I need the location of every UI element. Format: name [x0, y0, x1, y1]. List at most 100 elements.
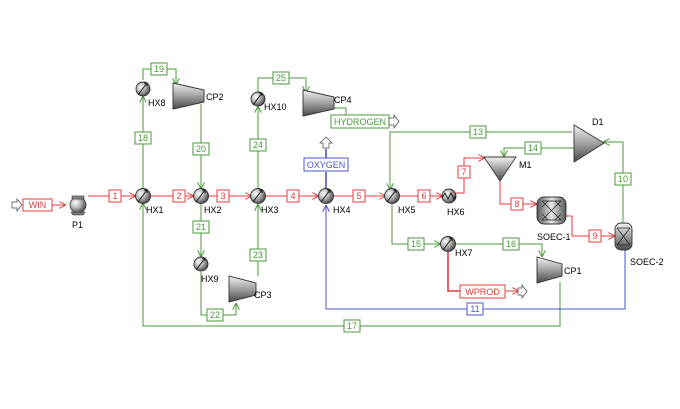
svg-text:18: 18 [138, 133, 148, 143]
stream-tag-14[interactable]: 14 [524, 141, 542, 155]
svg-text:2: 2 [176, 191, 181, 201]
svg-text:5: 5 [356, 191, 361, 201]
mixer-m1[interactable]: M1 [483, 156, 532, 182]
stream-tag-9[interactable]: 9 [588, 229, 602, 243]
svg-text:11: 11 [470, 304, 479, 314]
heat-exchanger-hx6[interactable]: HX6 [441, 188, 465, 217]
stream-tag-16[interactable]: 16 [502, 237, 520, 251]
label-hx2: HX2 [204, 205, 222, 215]
label-hx7: HX7 [455, 248, 473, 258]
heat-exchanger-hx9[interactable]: HX9 [193, 256, 219, 284]
stream-tag-17[interactable]: 17 [343, 319, 361, 333]
tag-wprod: WPROD [465, 287, 500, 297]
product-arrow-icon [517, 283, 528, 300]
svg-text:7: 7 [461, 167, 466, 177]
boundary-oxygen[interactable]: OXYGEN [303, 136, 349, 172]
compressor-cp4[interactable]: CP4 [302, 89, 352, 117]
label-hx4: HX4 [333, 205, 351, 215]
reactor-soec-2[interactable]: SOEC-2 [614, 222, 664, 267]
label-hx1: HX1 [146, 205, 164, 215]
heat-exchanger-hx4[interactable]: HX4 [318, 188, 351, 216]
label-hx10: HX10 [264, 102, 287, 112]
label-cp2: CP2 [206, 92, 224, 102]
stream-tag-18[interactable]: 18 [134, 131, 152, 145]
label-soec-1: SOEC-1 [537, 232, 571, 242]
stream-tag-24[interactable]: 24 [249, 138, 267, 152]
stream-tag-8[interactable]: 8 [510, 197, 524, 211]
reactor-soec-1[interactable]: SOEC-1 [536, 196, 571, 242]
svg-text:4: 4 [290, 191, 295, 201]
stream-tag-22[interactable]: 22 [206, 308, 224, 322]
heat-exchanger-hx3[interactable]: HX3 [250, 188, 279, 216]
svg-text:10: 10 [618, 174, 628, 184]
svg-text:17: 17 [347, 321, 357, 331]
stream-tag-10[interactable]: 10 [614, 172, 632, 186]
product-arrow-icon [319, 136, 333, 149]
stream-line-14[interactable] [504, 147, 574, 156]
label-cp4: CP4 [334, 95, 352, 105]
stream-tag-7[interactable]: 7 [457, 165, 471, 179]
label-hx6: HX6 [447, 207, 465, 217]
stream-tag-5[interactable]: 5 [352, 189, 366, 203]
stream-line-10[interactable] [604, 142, 624, 223]
label-m1: M1 [519, 160, 532, 170]
svg-text:1: 1 [112, 191, 117, 201]
svg-text:24: 24 [253, 140, 263, 150]
stream-tag-3[interactable]: 3 [216, 189, 230, 203]
stream-tag-2[interactable]: 2 [172, 189, 186, 203]
svg-text:16: 16 [506, 239, 516, 249]
stream-tag-19[interactable]: 19 [150, 62, 168, 76]
label-hx8: HX8 [148, 98, 166, 108]
svg-text:19: 19 [154, 64, 164, 74]
svg-text:8: 8 [514, 199, 519, 209]
heat-exchanger-hx1[interactable]: HX1 [135, 188, 164, 216]
compressor-cp1[interactable]: CP1 [536, 256, 582, 284]
svg-text:3: 3 [220, 191, 225, 201]
label-p1: P1 [72, 220, 83, 230]
separator-d1[interactable]: D1 [573, 117, 605, 163]
svg-text:25: 25 [276, 73, 286, 83]
tag-hydrogen: HYDROGEN [334, 117, 386, 127]
compressor-cp2[interactable]: CP2 [172, 82, 224, 110]
tag-oxygen: OXYGEN [307, 160, 346, 170]
svg-text:13: 13 [473, 127, 483, 137]
heat-exchanger-hx10[interactable]: HX10 [250, 91, 287, 112]
svg-text:14: 14 [528, 143, 538, 153]
heat-exchanger-hx8[interactable]: HX8 [135, 81, 166, 108]
boundary-hydrogen[interactable]: HYDROGEN [330, 113, 400, 130]
heat-exchanger-hx5[interactable]: HX5 [384, 188, 416, 216]
compressor-cp3[interactable]: CP3 [228, 275, 272, 303]
stream-line-wprod[interactable] [447, 250, 460, 292]
stream-tag-13[interactable]: 13 [469, 125, 487, 139]
svg-text:20: 20 [196, 144, 206, 154]
stream-line-13[interactable] [390, 131, 572, 189]
svg-text:22: 22 [210, 310, 220, 320]
stream-tag-11[interactable]: 11 [466, 302, 484, 316]
pump-p1[interactable]: P1 [69, 195, 87, 230]
label-d1: D1 [592, 117, 604, 127]
stream-tag-20[interactable]: 20 [192, 142, 210, 156]
stream-tag-15[interactable]: 15 [407, 237, 425, 251]
stream-tag-21[interactable]: 21 [192, 220, 210, 234]
svg-text:9: 9 [592, 231, 597, 241]
svg-text:15: 15 [411, 239, 421, 249]
stream-tag-23[interactable]: 23 [249, 248, 267, 262]
label-soec-2: SOEC-2 [630, 257, 664, 267]
stream-tag-1[interactable]: 1 [108, 189, 122, 203]
label-hx9: HX9 [201, 274, 219, 284]
stream-tags: 1 2 3 4 5 6 7 8 9 10 13 14 15 16 17 18 1… [108, 62, 632, 333]
tag-win: WIN [29, 200, 47, 210]
stream-line-16[interactable] [456, 243, 542, 256]
stream-tag-25[interactable]: 25 [272, 71, 290, 85]
boundary-wprod[interactable]: WPROD [459, 283, 528, 300]
label-cp1: CP1 [564, 266, 582, 276]
product-arrow-icon [388, 113, 400, 130]
stream-line-8[interactable] [499, 180, 536, 204]
label-hx3: HX3 [261, 205, 279, 215]
stream-tag-6[interactable]: 6 [417, 189, 431, 203]
heat-exchanger-hx7[interactable]: HX7 [440, 236, 473, 259]
heat-exchanger-hx2[interactable]: HX2 [193, 188, 222, 216]
boundary-win[interactable]: WIN [11, 198, 53, 212]
stream-tag-4[interactable]: 4 [286, 189, 300, 203]
